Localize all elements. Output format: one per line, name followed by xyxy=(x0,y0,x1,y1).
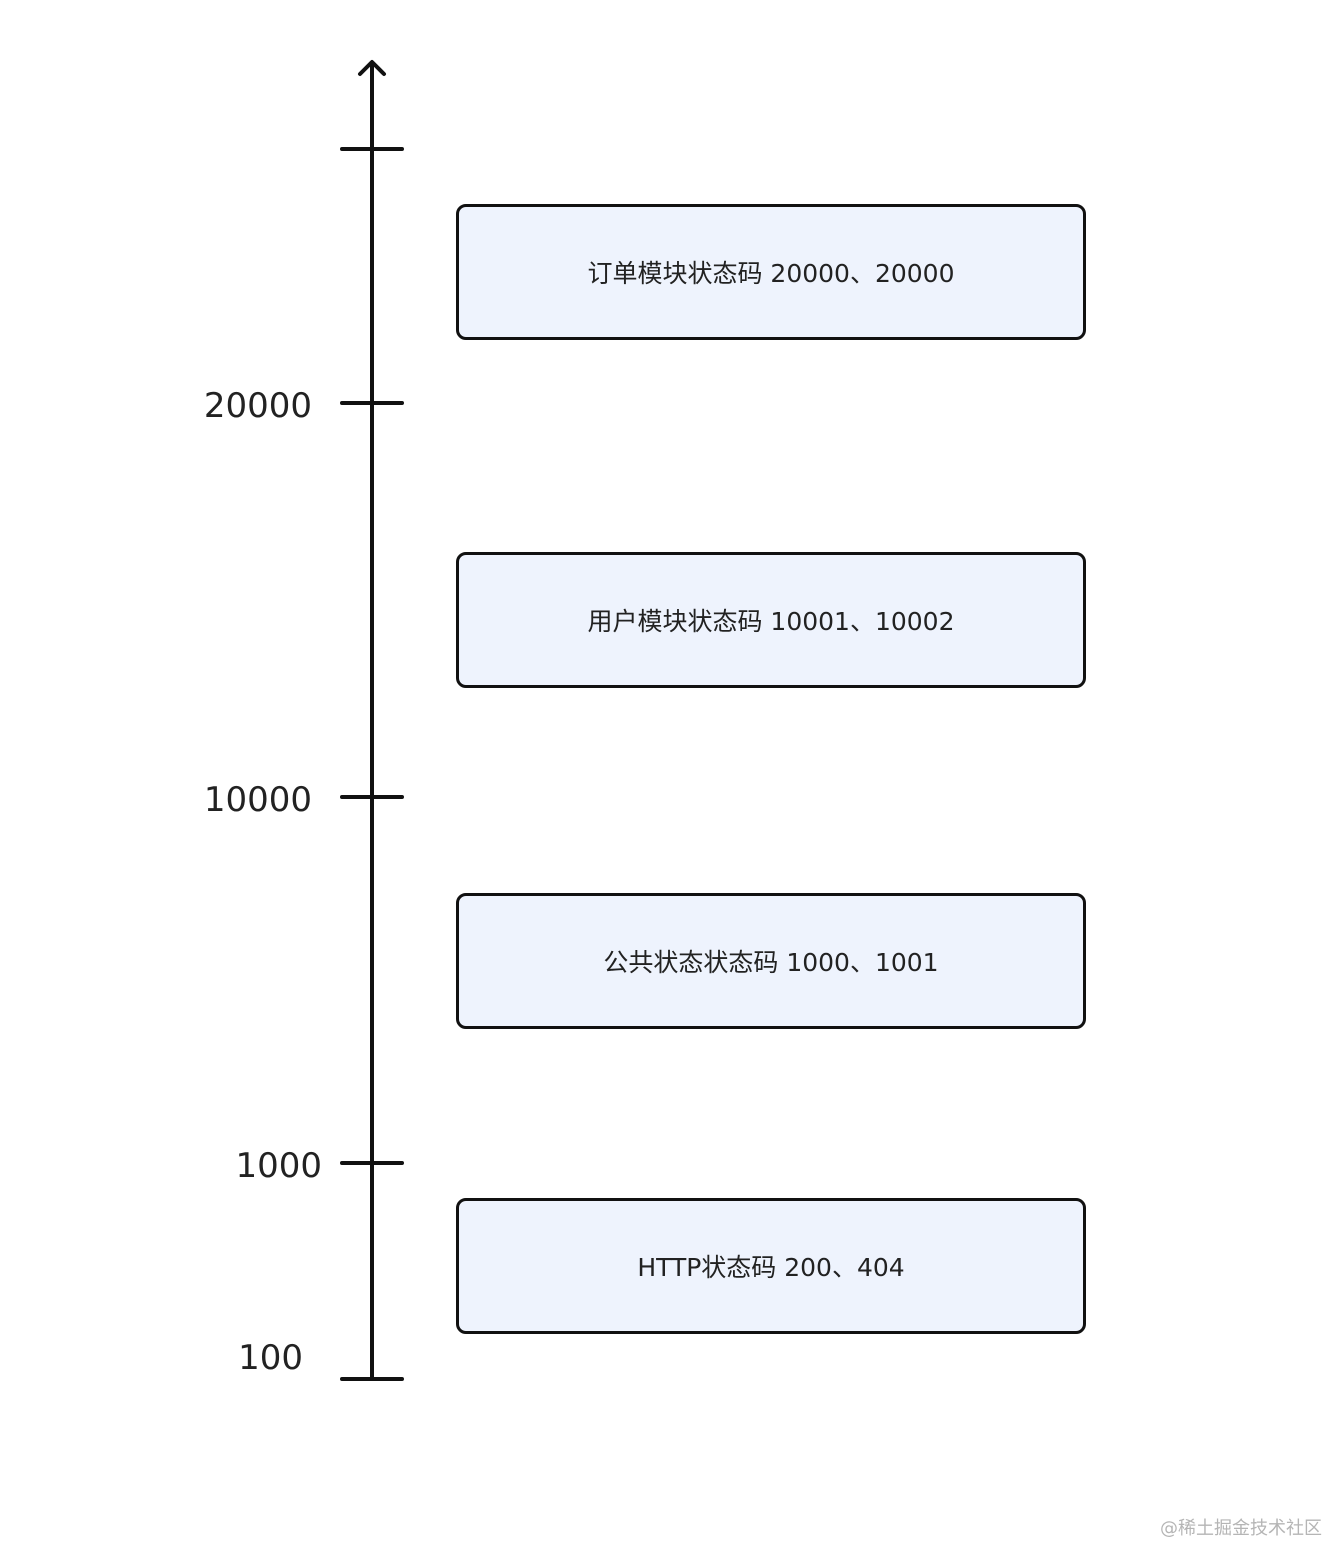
common-status-box: 公共状态状态码 1000、1001 xyxy=(456,893,1086,1029)
http-status-box: HTTP状态码 200、404 xyxy=(456,1198,1086,1334)
tick-label-20000: 20000 xyxy=(203,386,312,426)
watermark: @稀土掘金技术社区 xyxy=(1160,1518,1322,1539)
user-module-box: 用户模块状态码 10001、10002 xyxy=(456,552,1086,688)
box-label: HTTP状态码 200、404 xyxy=(637,1253,905,1282)
box-label: 公共状态状态码 1000、1001 xyxy=(603,948,939,977)
box-label: 用户模块状态码 10001、10002 xyxy=(587,607,955,636)
arrow-up-icon xyxy=(358,60,386,76)
box-label: 订单模块状态码 20000、20000 xyxy=(587,259,955,288)
tick-label-100: 100 xyxy=(238,1338,303,1378)
tick-label-1000: 1000 xyxy=(235,1146,322,1186)
order-module-box: 订单模块状态码 20000、20000 xyxy=(456,204,1086,340)
tick-label-10000: 10000 xyxy=(203,780,312,820)
